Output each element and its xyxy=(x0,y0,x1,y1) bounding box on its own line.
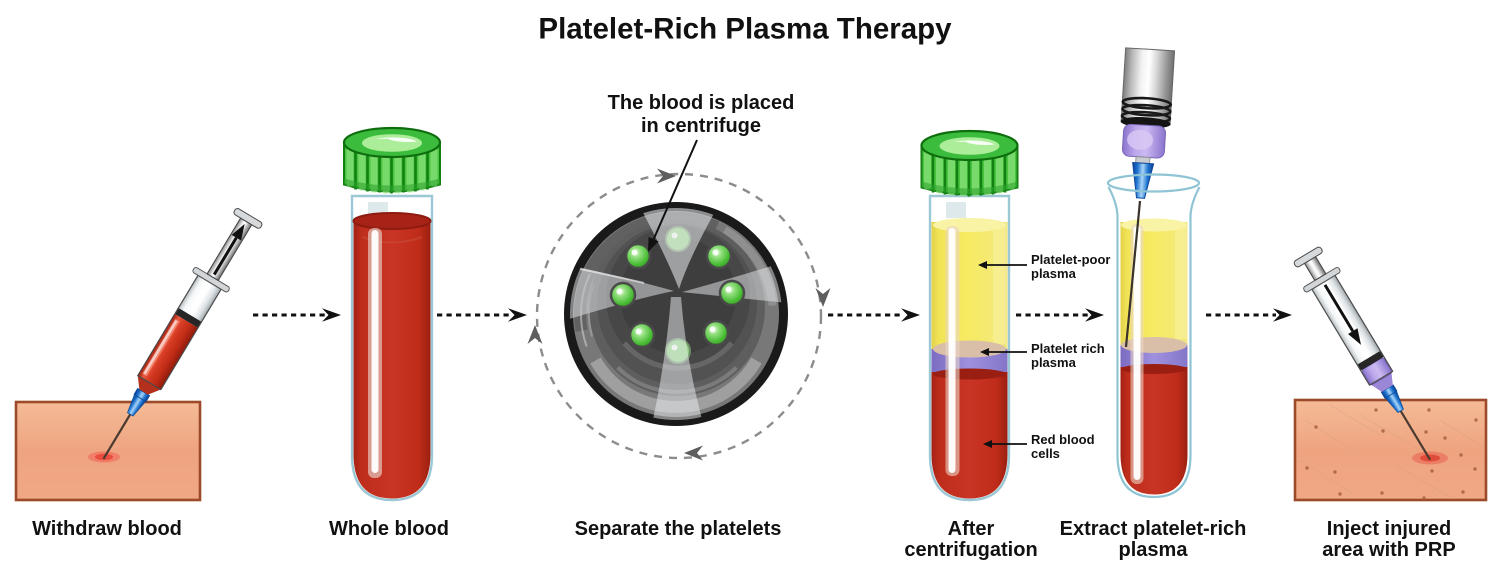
svg-text:plasma: plasma xyxy=(1031,266,1077,281)
svg-text:area with PRP: area with PRP xyxy=(1322,539,1455,561)
svg-text:centrifugation: centrifugation xyxy=(904,539,1037,561)
svg-text:Extract platelet-rich: Extract platelet-rich xyxy=(1060,518,1247,540)
svg-text:cells: cells xyxy=(1031,446,1060,461)
svg-text:Inject injured: Inject injured xyxy=(1327,518,1451,540)
svg-text:The blood is placed: The blood is placed xyxy=(608,92,795,114)
svg-text:Platelet rich: Platelet rich xyxy=(1031,341,1105,356)
svg-text:Platelet-poor: Platelet-poor xyxy=(1031,252,1110,267)
svg-text:Withdraw blood: Withdraw blood xyxy=(32,518,182,540)
svg-text:plasma: plasma xyxy=(1031,355,1077,370)
svg-text:Separate the platelets: Separate the platelets xyxy=(575,518,782,540)
svg-text:After: After xyxy=(948,518,995,540)
svg-text:plasma: plasma xyxy=(1119,539,1189,561)
svg-text:Platelet-Rich Plasma Therapy: Platelet-Rich Plasma Therapy xyxy=(538,13,952,46)
svg-text:Whole blood: Whole blood xyxy=(329,518,449,540)
svg-text:Red blood: Red blood xyxy=(1031,432,1095,447)
svg-text:in centrifuge: in centrifuge xyxy=(641,115,761,137)
